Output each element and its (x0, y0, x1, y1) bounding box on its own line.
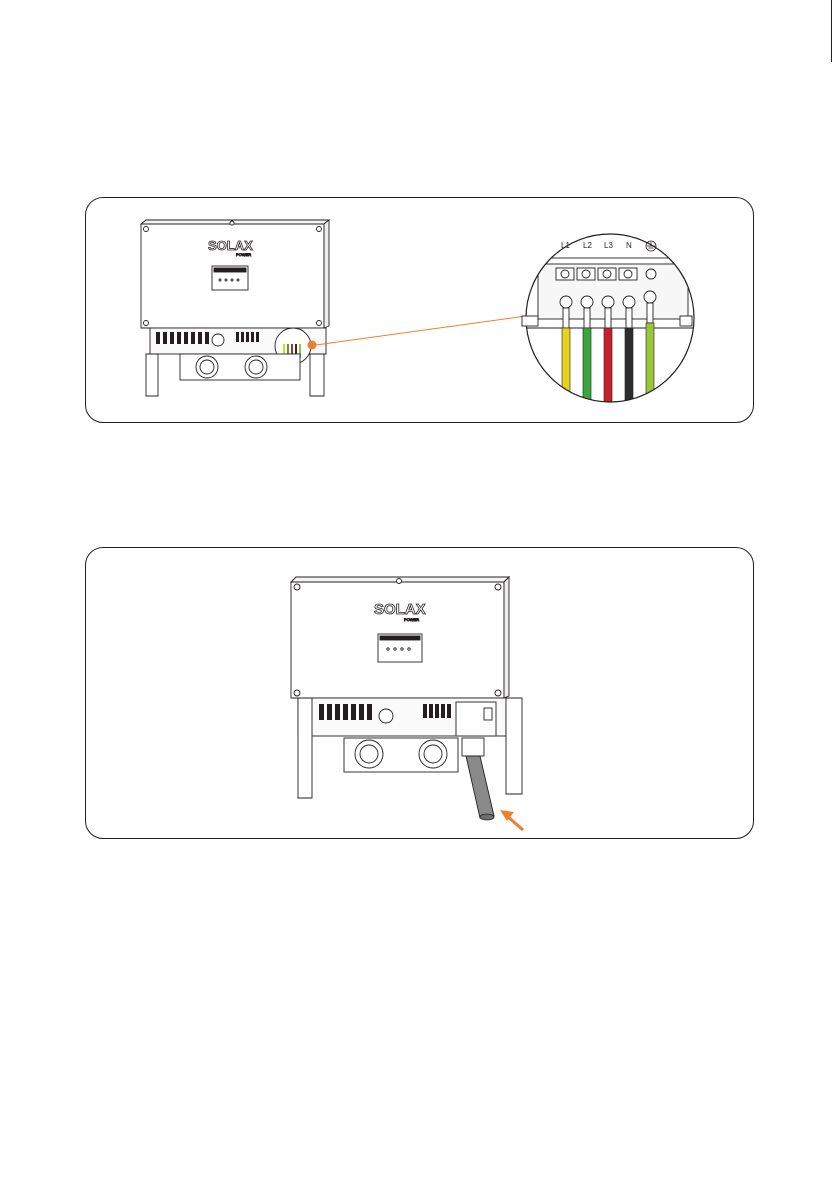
ac-cable (466, 756, 494, 820)
brand-subtitle-2: POWER (404, 617, 419, 622)
brand-logo: SOLAX (208, 238, 253, 253)
insert-arrow-icon (500, 810, 523, 830)
ground-symbol-icon (646, 241, 656, 251)
brand-logo-2: SOLAX (374, 601, 426, 618)
terminal-label-l2: L2 (583, 241, 592, 250)
inverter-2: SOLAX POWER (291, 577, 522, 798)
terminal-label-l1: L1 (561, 241, 570, 250)
terminal-label-l3: L3 (604, 241, 613, 250)
figure-1-drawing: SOLAX POWER (86, 198, 753, 422)
figure-ac-terminal-wiring: SOLAX POWER (85, 197, 754, 423)
inverter-1: SOLAX POWER (141, 220, 329, 396)
brand-subtitle: POWER (236, 252, 251, 257)
figure-ac-cable-insertion: SOLAX POWER (85, 547, 754, 839)
figure-2-drawing: SOLAX POWER (86, 548, 753, 838)
callout-dot (308, 341, 317, 350)
page-edge-rule (831, 0, 832, 62)
terminal-label-n: N (626, 241, 632, 250)
terminal-block-zoom: L1 L2 L3 N (516, 234, 706, 418)
callout-line (316, 316, 526, 345)
